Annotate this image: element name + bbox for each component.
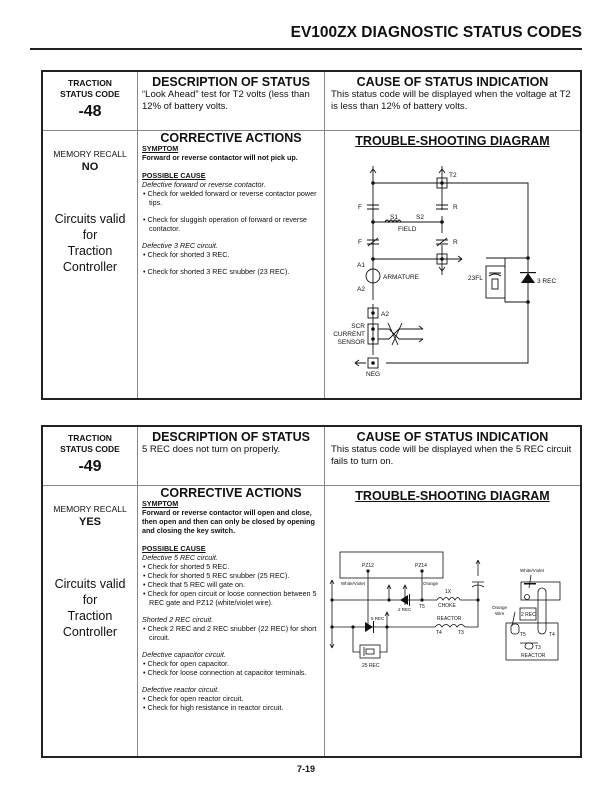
- diagram-cell: TROUBLE-SHOOTING DIAGRAM: [324, 485, 580, 756]
- symptom-label: SYMPTOM: [142, 499, 179, 508]
- list-item-text: Check 2 REC and 2 REC snubber (22 REC) f…: [147, 624, 317, 642]
- memory-cell: MEMORY RECALL YES Circuits valid for Tra…: [43, 485, 137, 756]
- cause-cell: CAUSE OF STATUS INDICATION This status c…: [324, 72, 580, 130]
- list-item: • Check for welded forward or reverse co…: [143, 189, 317, 207]
- diagram-cell: TROUBLE-SHOOTING DIAGRAM: [324, 130, 580, 398]
- circuits-valid: Circuits valid for Traction Controller: [43, 576, 137, 640]
- circuits-line: Circuits valid: [54, 212, 126, 226]
- list-item-text: Check for shorted 3 REC snubber (23 REC)…: [147, 267, 290, 276]
- list-item: • Check for shorted 5 REC snubber (25 RE…: [143, 571, 290, 580]
- page-title: EV100ZX DIAGNOSTIC STATUS CODES: [290, 24, 582, 41]
- cause-group-title: Shorted 2 REC circuit.: [142, 615, 214, 624]
- symptom-text: Forward or reverse contactor will not pi…: [142, 153, 298, 162]
- description-text: “Look Ahead” test for T2 volts (less tha…: [142, 89, 310, 112]
- diagram-header: TROUBLE-SHOOTING DIAGRAM: [355, 489, 550, 503]
- cause-list: • Check for open capacitor. • Check for …: [142, 659, 320, 677]
- circuits-line: Traction: [67, 609, 113, 623]
- cause-list: • Check for welded forward or reverse co…: [142, 189, 320, 233]
- circuits-line: Controller: [62, 260, 118, 274]
- list-item: • Check that 5 REC will gate on.: [143, 580, 245, 589]
- list-item: • Check for open capacitor.: [143, 659, 230, 668]
- code-label-2: STATUS CODE: [60, 89, 120, 99]
- list-item-text: Check for shorted 5 REC.: [147, 562, 230, 571]
- possible-cause-label: POSSIBLE CAUSE: [142, 171, 206, 180]
- cause-text: This status code will be displayed when …: [331, 89, 571, 112]
- corrective-actions-header: CORRECTIVE ACTIONS: [160, 131, 302, 145]
- cause-header: CAUSE OF STATUS INDICATION: [356, 75, 549, 89]
- description-header: DESCRIPTION OF STATUS: [152, 430, 310, 444]
- cause-list: • Check for open reactor circuit. • Chec…: [142, 694, 320, 712]
- cause-text: This status code will be displayed when …: [331, 444, 572, 467]
- status-code: -48: [78, 103, 102, 120]
- list-item-text: Check for welded forward or reverse cont…: [147, 189, 317, 207]
- list-item-text: Check for open circuit or loose connecti…: [147, 589, 317, 607]
- list-item: • Check for shorted 3 REC snubber (23 RE…: [143, 267, 290, 276]
- code-label-1: TRACTION: [68, 78, 112, 88]
- description-cell: DESCRIPTION OF STATUS 5 REC does not tur…: [137, 427, 324, 485]
- description-text: 5 REC does not turn on properly.: [142, 444, 281, 455]
- cause-group-title: Defective forward or reverse contactor.: [142, 180, 266, 189]
- circuits-valid: Circuits valid for Traction Controller: [43, 211, 137, 275]
- list-item: • Check for sluggish operation of forwar…: [143, 215, 307, 233]
- symptom-label: SYMPTOM: [142, 144, 179, 153]
- list-item: • Check for high resistance in reactor c…: [143, 703, 284, 712]
- cause-header: CAUSE OF STATUS INDICATION: [356, 430, 549, 444]
- list-item-text: Check for open capacitor.: [147, 659, 230, 668]
- list-item-text: Check that 5 REC will gate on.: [147, 580, 245, 589]
- cause-group-title: Defective reactor circuit.: [142, 685, 220, 694]
- list-item-text: Check for shorted 5 REC snubber (25 REC)…: [147, 571, 290, 580]
- corrective-actions: CORRECTIVE ACTIONS SYMPTOM Forward or re…: [137, 485, 324, 756]
- diagram-header: TROUBLE-SHOOTING DIAGRAM: [355, 134, 550, 148]
- list-item-text: Check for shorted 3 REC.: [147, 250, 230, 259]
- list-item: • Check 2 REC and 2 REC snubber (22 REC)…: [143, 624, 317, 642]
- memory-recall-value: YES: [78, 516, 101, 528]
- list-item: • Check for open circuit or loose connec…: [143, 589, 317, 607]
- list-item: • Check for shorted 3 REC.: [143, 250, 230, 259]
- page-number: 7-19: [296, 764, 315, 774]
- circuits-line: Traction: [67, 244, 113, 258]
- memory-recall-value: NO: [81, 161, 99, 173]
- cause-list: • Check for shorted 3 REC. • Check for s…: [142, 250, 320, 276]
- circuits-line: Circuits valid: [54, 577, 126, 591]
- cause-list: • Check for shorted 5 REC. • Check for s…: [142, 562, 320, 607]
- possible-cause-label: POSSIBLE CAUSE: [142, 544, 206, 553]
- code-label-2: STATUS CODE: [60, 444, 120, 454]
- list-item-text: Check for sluggish operation of forward …: [147, 215, 307, 233]
- memory-recall-label: MEMORY RECALL: [53, 504, 127, 514]
- description-header: DESCRIPTION OF STATUS: [152, 75, 310, 89]
- corrective-actions-header: CORRECTIVE ACTIONS: [160, 486, 302, 500]
- code-label-1: TRACTION: [68, 433, 112, 443]
- list-item: • Check for loose connection at capacito…: [143, 668, 307, 677]
- memory-cell: MEMORY RECALL NO Circuits valid for Trac…: [43, 130, 137, 398]
- list-item-text: Check for high resistance in reactor cir…: [147, 703, 284, 712]
- cause-group-title: Defective capacitor circuit.: [142, 650, 226, 659]
- cause-group-title: Defective 3 REC circuit.: [142, 241, 218, 250]
- cause-group-title: Defective 5 REC circuit.: [142, 553, 218, 562]
- list-item-text: Check for open reactor circuit.: [147, 694, 244, 703]
- list-item: • Check for shorted 5 REC.: [143, 562, 230, 571]
- description-cell: DESCRIPTION OF STATUS “Look Ahead” test …: [137, 72, 324, 130]
- circuits-line: Controller: [62, 625, 118, 639]
- memory-recall-label: MEMORY RECALL: [53, 149, 127, 159]
- corrective-actions: CORRECTIVE ACTIONS SYMPTOM Forward or re…: [137, 130, 324, 398]
- header-rule: [30, 48, 582, 50]
- cause-list: • Check 2 REC and 2 REC snubber (22 REC)…: [142, 624, 320, 642]
- circuits-line: for: [82, 228, 98, 242]
- list-item-text: Check for loose connection at capacitor …: [147, 668, 307, 677]
- status-code: -49: [78, 458, 102, 475]
- circuits-line: for: [82, 593, 98, 607]
- symptom-text: Forward or reverse contactor will open a…: [142, 508, 315, 535]
- list-item: • Check for open reactor circuit.: [143, 694, 244, 703]
- cause-cell: CAUSE OF STATUS INDICATION This status c…: [324, 427, 580, 485]
